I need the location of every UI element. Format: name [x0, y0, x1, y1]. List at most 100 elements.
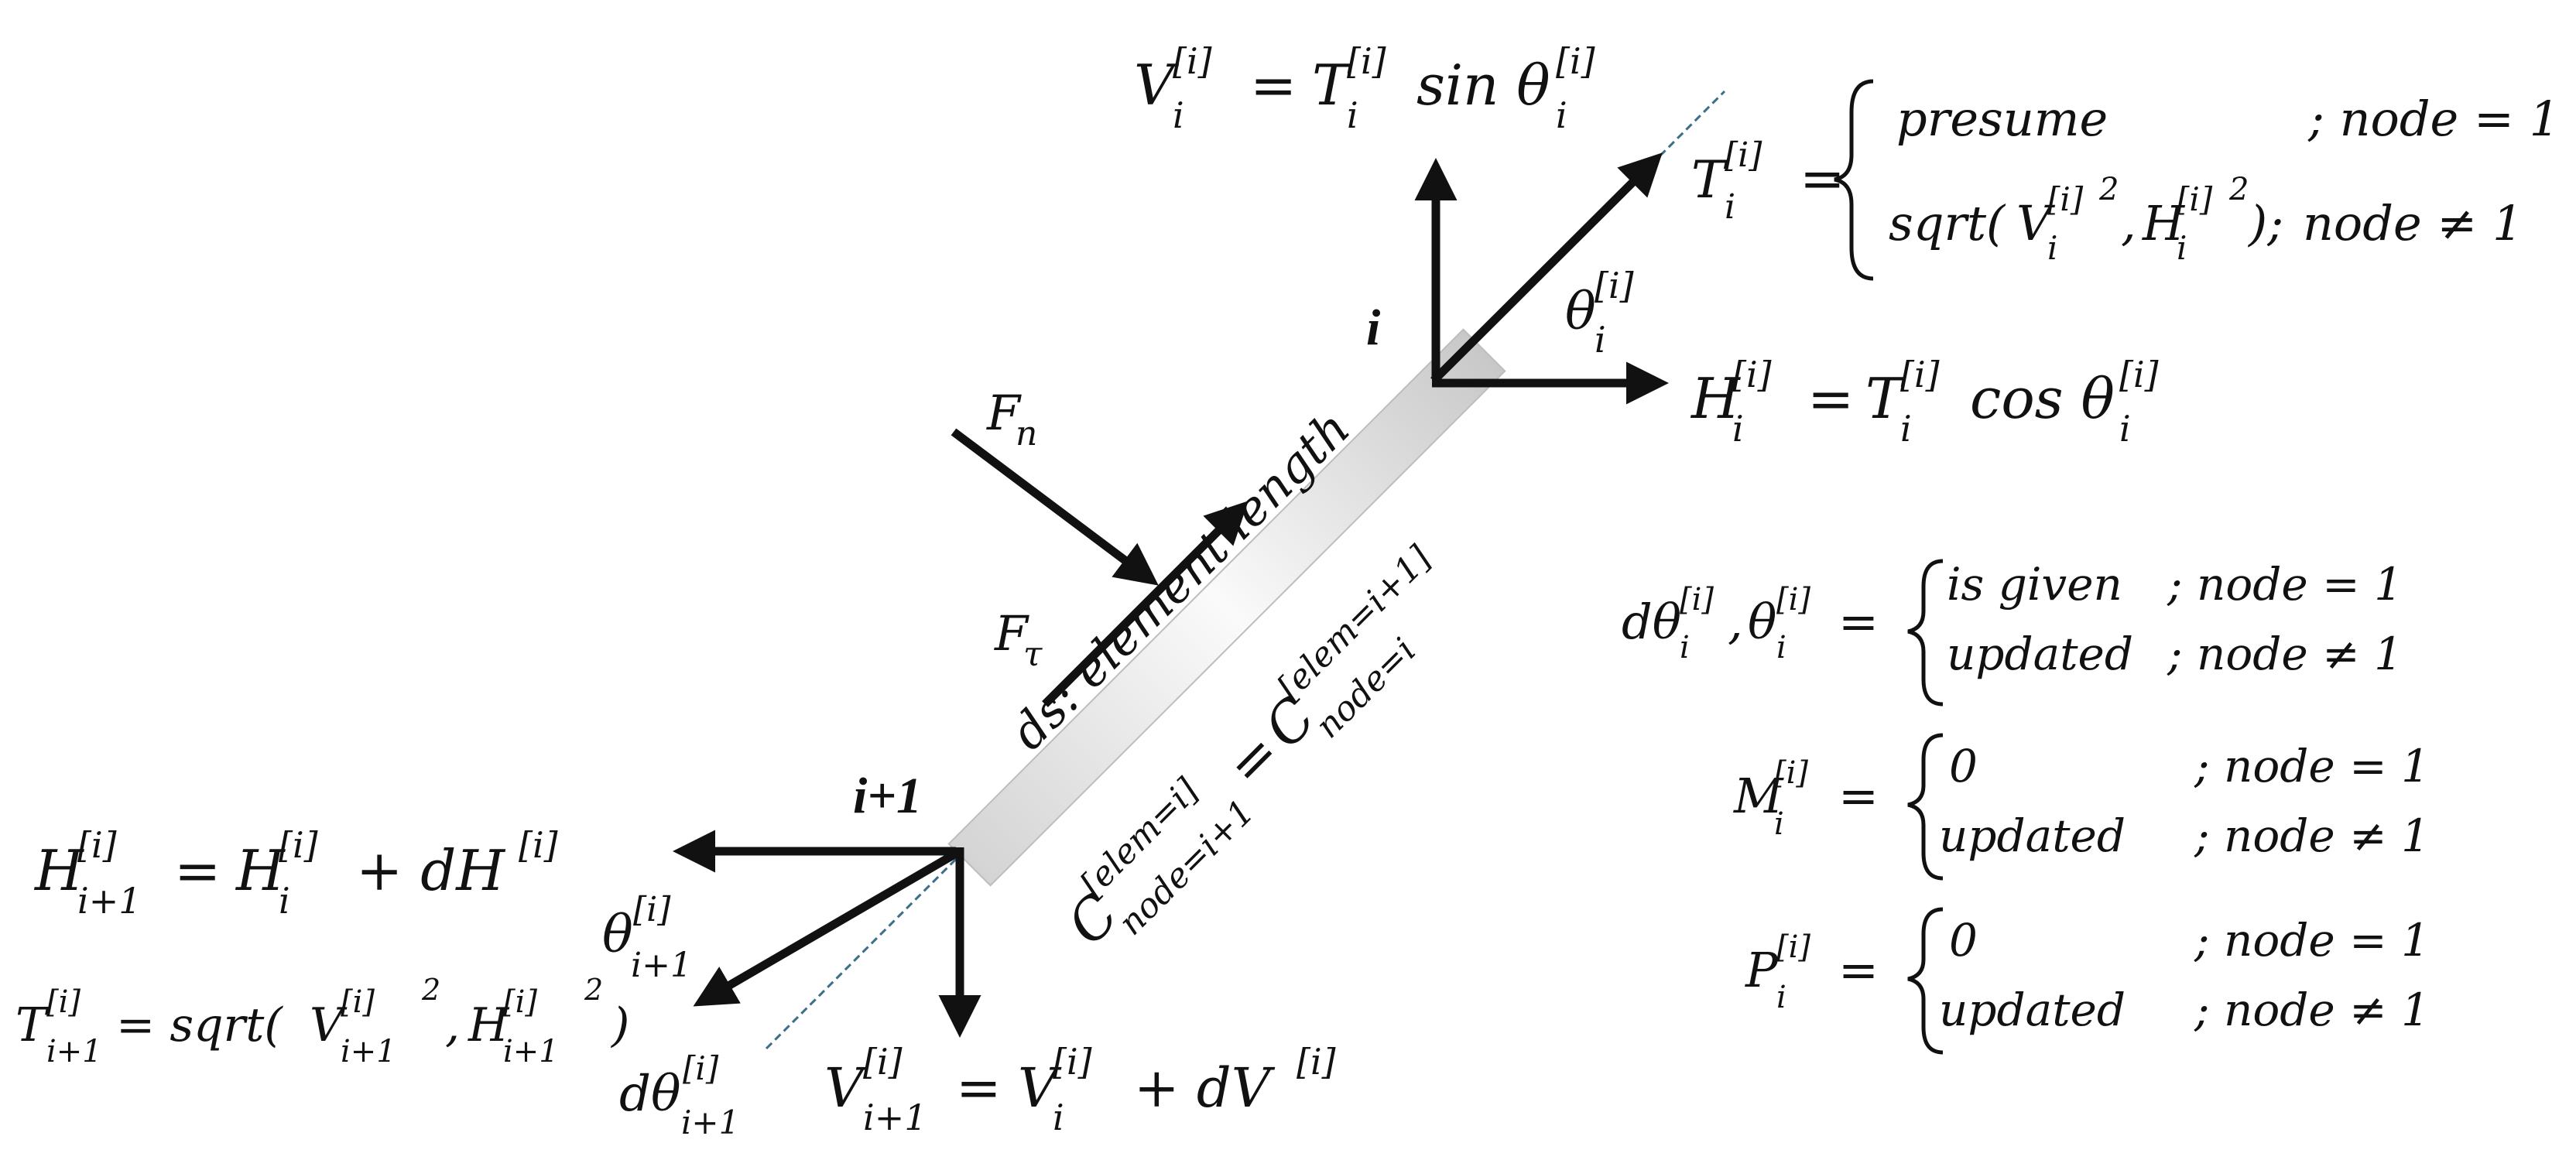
svg-text:[i]: [i]: [2119, 354, 2159, 395]
svg-text:= sqrt(: = sqrt(: [116, 998, 283, 1052]
svg-text:[i]: [i]: [1556, 40, 1595, 82]
svg-text:T: T: [15, 998, 50, 1052]
svg-text:F: F: [986, 385, 1022, 441]
arrow-F-normal: [951, 428, 1159, 586]
svg-text:[i]: [i]: [46, 984, 80, 1020]
svg-text:[i]: [i]: [1776, 582, 1810, 618]
svg-text:,: ,: [2121, 195, 2136, 252]
svg-text:n: n: [1016, 414, 1037, 453]
svg-text:[i]: [i]: [1680, 582, 1714, 618]
svg-text:M: M: [1733, 768, 1784, 824]
eq-V-top: V i [i] = T i [i] sin θ i [i]: [1134, 40, 1595, 136]
svg-text:sqrt(: sqrt(: [1889, 195, 2006, 252]
svg-text:[i]: [i]: [1595, 265, 1634, 306]
svg-text:[i]: [i]: [1900, 354, 1940, 395]
eq-H-bottom: H i+1 [i] = H i [i] + dH [i]: [33, 824, 558, 922]
svg-text:sin θ: sin θ: [1416, 53, 1550, 118]
svg-text:; node ≠ 1: ; node ≠ 1: [2194, 984, 2430, 1036]
svg-text:i: i: [1053, 1097, 1064, 1138]
svg-text:);: );: [2247, 195, 2283, 252]
svg-text:0: 0: [1949, 914, 1978, 967]
svg-text:i: i: [1556, 94, 1567, 136]
svg-text:0: 0: [1949, 740, 1978, 792]
svg-text:V: V: [2016, 195, 2056, 252]
svg-text:F: F: [994, 605, 1029, 662]
svg-text:i: i: [279, 880, 290, 922]
svg-text:[i]: [i]: [1774, 755, 1808, 791]
svg-text:=: =: [1807, 366, 1854, 431]
svg-text:τ: τ: [1023, 635, 1043, 674]
arrow-F-tangent: [1042, 501, 1249, 707]
svg-text:,: ,: [445, 998, 460, 1052]
svg-text:[i]: [i]: [683, 1049, 719, 1087]
svg-text:i: i: [2119, 408, 2131, 450]
svg-text:): ): [610, 998, 629, 1052]
svg-text:V: V: [1134, 53, 1180, 118]
svg-text:V: V: [1018, 1056, 1062, 1120]
eq-T-top-cases: T i [i] = presume ; node = 1 sqrt( V i […: [1691, 79, 2560, 281]
svg-text:θ: θ: [602, 905, 633, 964]
svg-text:node ≠ 1: node ≠ 1: [2303, 195, 2523, 252]
svg-text:[i]: [i]: [1053, 1041, 1092, 1083]
eq-M-cases: M i [i] = 0 ; node = 1 updated ; node ≠ …: [1733, 733, 2430, 881]
svg-text:=: =: [1250, 53, 1297, 118]
svg-text:T: T: [1691, 150, 1729, 210]
svg-text:i: i: [2047, 229, 2057, 267]
eq-V-bottom: V i+1 [i] = V i [i] + dV [i]: [824, 1041, 1336, 1138]
eq-T-bottom: T i+1 [i] = sqrt( V i+1 [i] 2 , H i+1 [i…: [15, 973, 629, 1069]
svg-text:updated: updated: [1947, 628, 2133, 680]
svg-text:[i]: [i]: [863, 1041, 903, 1083]
svg-text:i: i: [1347, 94, 1358, 136]
svg-text:[i]: [i]: [1347, 40, 1386, 82]
svg-text:i: i: [2177, 229, 2187, 267]
element-length-label: ds: element length: [1000, 400, 1361, 761]
svg-text:i: i: [1595, 319, 1606, 361]
svg-text:[i]: [i]: [77, 824, 117, 866]
node-label-top: i: [1366, 299, 1381, 356]
svg-text:,: ,: [1728, 594, 1743, 650]
svg-text:[i]: [i]: [503, 984, 537, 1020]
svg-text:[i]: [i]: [1173, 40, 1212, 82]
svg-text:i: i: [1725, 187, 1735, 227]
svg-text:V: V: [310, 998, 348, 1052]
svg-text:; node = 1: ; node = 1: [2307, 91, 2560, 147]
svg-text:2: 2: [2228, 172, 2249, 207]
svg-text:H: H: [2142, 195, 2186, 252]
svg-text:; node ≠ 1: ; node ≠ 1: [2194, 809, 2430, 862]
svg-text:θ: θ: [1748, 594, 1776, 650]
label-theta-bottom: θ i+1 [i]: [602, 890, 692, 985]
svg-text:i: i: [1774, 806, 1784, 842]
svg-text:H: H: [235, 838, 286, 903]
svg-text:; node = 1: ; node = 1: [2194, 914, 2430, 967]
svg-text:2: 2: [584, 973, 603, 1007]
eq-P-cases: P i [i] = 0 ; node = 1 updated ; node ≠ …: [1745, 907, 2430, 1055]
svg-text:[i]: [i]: [1725, 135, 1762, 175]
svg-text:; node = 1: ; node = 1: [2194, 740, 2430, 792]
svg-text:updated: updated: [1939, 809, 2126, 862]
svg-text:cos θ: cos θ: [1970, 366, 2115, 431]
svg-text:; node = 1: ; node = 1: [2167, 558, 2403, 611]
node-label-bottom: i+1: [853, 768, 922, 824]
svg-text:i: i: [1776, 980, 1786, 1015]
svg-text:[i]: [i]: [1297, 1041, 1336, 1083]
svg-text:V: V: [824, 1056, 868, 1120]
svg-text:i: i: [1900, 408, 1912, 450]
svg-text:=: =: [1838, 594, 1879, 650]
eq-H-top: H i [i] = T i [i] cos θ i [i]: [1690, 354, 2159, 450]
svg-text:+ dH: + dH: [356, 838, 505, 903]
svg-text:i+1: i+1: [863, 1097, 927, 1138]
svg-text:dθ: dθ: [1622, 594, 1681, 650]
svg-text:[i]: [i]: [633, 890, 671, 929]
label-dtheta-bottom: dθ i+1 [i]: [619, 1049, 739, 1141]
svg-text:=: =: [1838, 942, 1879, 998]
svg-text:+ dV: + dV: [1134, 1056, 1276, 1120]
svg-text:2: 2: [2098, 172, 2119, 207]
svg-text:updated: updated: [1939, 984, 2126, 1036]
svg-text:[i]: [i]: [2177, 180, 2213, 218]
label-F-tangent: F τ: [994, 605, 1043, 674]
svg-text:P: P: [1745, 942, 1779, 998]
svg-text:=: =: [174, 838, 221, 903]
svg-text:i+1: i+1: [77, 880, 142, 922]
svg-text:i: i: [1680, 630, 1690, 666]
